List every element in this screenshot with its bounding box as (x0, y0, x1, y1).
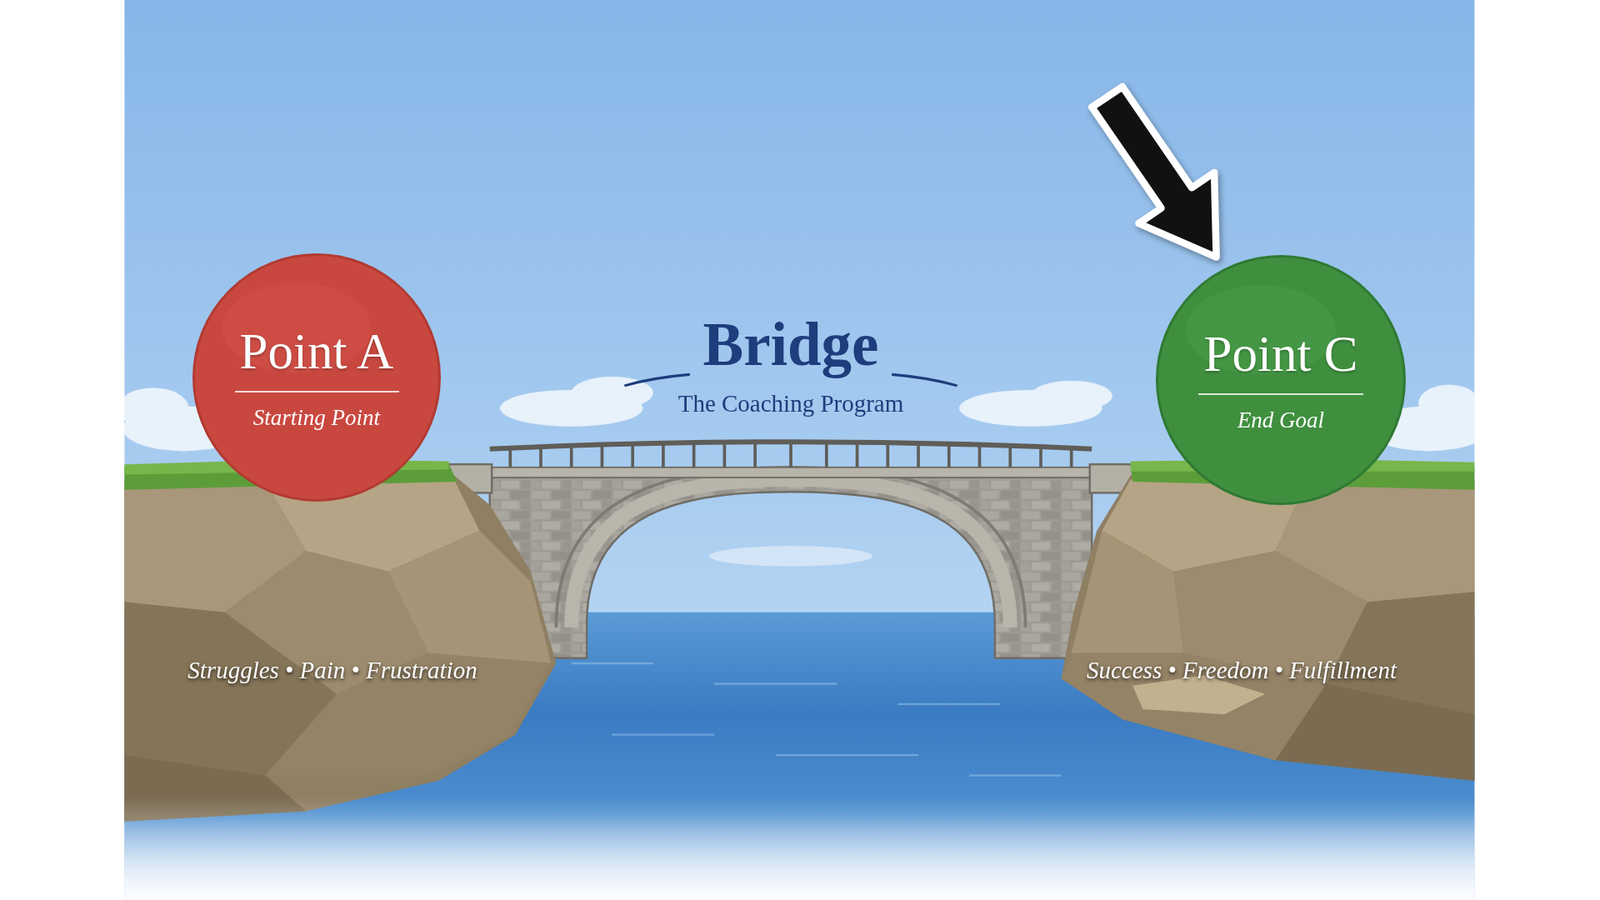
circle-content: Point A Starting Point (192, 253, 441, 502)
illustration-part (117, 387, 190, 429)
illustration-part (709, 545, 873, 566)
illustration-part (1070, 449, 1074, 468)
circle-title: Point C (1204, 325, 1359, 382)
illustration-part (1030, 380, 1113, 412)
circle-subtitle: Starting Point (253, 404, 380, 431)
illustration-part (1039, 446, 1043, 467)
bridge-title: Bridge (703, 310, 880, 380)
illustration-part (947, 444, 951, 468)
bridge-subtitle: The Coaching Program (678, 390, 905, 418)
illustration-part (124, 475, 556, 822)
illustration-part (753, 440, 757, 468)
circle-title: Point A (240, 323, 395, 380)
circle-fill (1157, 256, 1405, 505)
illustration-part (916, 442, 920, 467)
illustration-part (714, 682, 837, 685)
illustration-part (490, 471, 1092, 659)
goal-circle: Point A Starting Point (192, 253, 441, 502)
illustration-part (510, 440, 1071, 468)
goal-circle: Point C End Goal (1155, 255, 1406, 505)
divider-line (235, 390, 400, 393)
illustration-part (661, 442, 665, 467)
illustration-part (1275, 683, 1475, 780)
bottom-fade (124, 795, 1475, 900)
illustration-part (555, 467, 1025, 628)
illustration-part (1071, 530, 1185, 654)
pain-points: Struggles • Pain • Frustration (187, 656, 477, 685)
illustration-part (630, 444, 635, 468)
illustration-part (1418, 385, 1480, 422)
illustration-part (571, 662, 654, 665)
illustration-part (855, 441, 860, 468)
illustration-part (978, 445, 982, 468)
illustration-part (825, 440, 829, 468)
title-swoosh (891, 374, 957, 385)
divider-line (1198, 393, 1364, 395)
circle-content: Point C End Goal (1155, 255, 1406, 505)
circle-fill (193, 254, 440, 500)
stone-bridge (449, 440, 1133, 659)
illustration-part (1008, 445, 1012, 468)
circle-subtitle: End Goal (1237, 406, 1325, 434)
illustration-part (539, 446, 543, 467)
title-swoosh (624, 374, 690, 385)
illustration-part (789, 440, 793, 468)
illustration-part (885, 441, 890, 468)
illustration-part (508, 449, 512, 468)
illustration-part (969, 774, 1061, 776)
right-cliff (1060, 459, 1475, 781)
illustration-part (1060, 475, 1475, 781)
illustration-part (898, 703, 1000, 705)
illustration-part (723, 441, 727, 468)
sky (124, 0, 1475, 900)
illustration-part (490, 467, 1092, 478)
illustration-part (775, 754, 919, 756)
illustration-part (600, 445, 605, 468)
illustration-part (387, 530, 551, 664)
illustration-part (571, 480, 1011, 629)
illustration-part (612, 733, 715, 735)
pointer-arrow (1091, 86, 1216, 257)
illustration-part (692, 441, 696, 468)
illustration-part (570, 445, 574, 468)
left-cliff (124, 459, 556, 822)
water-ripples (571, 663, 1062, 776)
outcomes: Success • Freedom • Fulfillment (1086, 656, 1397, 685)
